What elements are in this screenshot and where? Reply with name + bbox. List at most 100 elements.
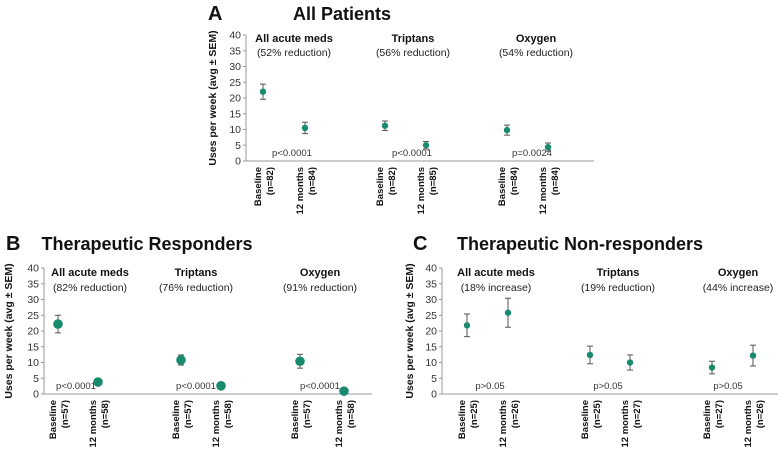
data-point [544,143,552,151]
y-tick-label: 40 [425,263,437,275]
group-subtitle: (54% reduction) [499,47,573,59]
data-point [504,309,512,316]
x-category-n-label: (n=84) [509,167,520,195]
x-category-n-label: (n=58) [223,400,234,428]
p-value-label: p>0.05 [713,381,742,392]
group-subtitle: (44% increase) [703,282,774,294]
y-tick-label: 15 [27,341,39,353]
p-value-label: p>0.05 [475,381,504,392]
data-point [503,126,511,134]
p-value-label: p=0.0024 [512,148,552,159]
x-category-label: 12 months [211,400,222,448]
group-0: All acute meds(52% reduction)p<0.0001Bas… [253,33,333,215]
group-subtitle: (82% reduction) [53,282,127,294]
x-category-label: 12 months [620,400,631,448]
y-axis-title: Uses per week (avg ± SEM) [404,263,416,398]
group-title: All acute meds [51,267,129,279]
y-tick-label: 10 [27,357,39,369]
x-category-n-label: (n=26) [755,400,766,428]
p-value-label: p<0.0001 [272,148,312,159]
x-category-label: Baseline [580,400,591,439]
group-subtitle: (18% increase) [461,282,532,294]
x-category-n-label: (n=25) [469,400,480,428]
panel-letter: B [6,233,20,255]
y-tick-label: 40 [229,30,241,42]
data-point [463,322,471,329]
y-tick-label: 30 [229,61,241,73]
x-category-label: Baseline [702,400,713,439]
y-tick-label: 0 [33,389,39,401]
group-title: Oxygen [718,267,759,279]
x-category-n-label: (n=82) [265,167,276,195]
x-category-label: Baseline [375,167,386,206]
data-point [749,352,757,359]
y-tick-label: 5 [431,373,437,385]
x-category-label: 12 months [334,400,345,448]
y-tick-label: 10 [229,124,241,136]
p-value-label: p<0.0001 [176,381,216,392]
p-value-label: p<0.0001 [300,381,340,392]
x-category-n-label: (n=84) [307,167,318,195]
x-category-n-label: (n=85) [428,167,439,195]
data-point [216,381,226,391]
panel-title: All Patients [293,4,391,24]
x-category-label: Baseline [253,167,264,206]
group-1: Triptans(76% reduction)p<0.0001Baseline(… [159,267,234,448]
group-subtitle: (91% reduction) [283,282,357,294]
data-point [53,319,63,329]
group-0: All acute meds (82% reduction) p<0.0001Bas… [48,267,129,448]
group-1: Triptans(56% reduction)p<0.0001Baseline(… [375,33,450,215]
y-tick-label: 0 [235,156,241,168]
x-category-label: Baseline [457,400,468,439]
panel-letter: A [208,3,222,25]
group-title: Triptans [597,267,640,279]
y-tick-label: 20 [27,326,39,338]
y-tick-label: 25 [27,310,39,322]
x-category-n-label: (n=82) [387,167,398,195]
x-category-label: 12 months [743,400,754,448]
x-category-n-label: (n=27) [632,400,643,428]
x-category-n-label: (n=57) [183,400,194,428]
x-category-label: 12 months [416,167,427,215]
group-2: Oxygen(91% reduction)p<0.0001Baseline(n=… [283,267,357,448]
data-point [422,142,430,149]
y-tick-label: 20 [425,326,437,338]
data-point [381,122,389,129]
y-tick-label: 35 [229,45,241,57]
y-tick-label: 25 [229,77,241,89]
y-tick-label: 40 [27,263,39,275]
group-title: Triptans [175,267,218,279]
y-axis-title: Uses per week (avg ± SEM) [207,30,219,165]
x-category-n-label: (n=25) [592,400,603,428]
data-point [93,377,103,387]
x-category-n-label: (n=58) [100,400,111,428]
y-tick-label: 0 [431,389,437,401]
group-1: Triptans(19% reduction)p>0.05Baseline(n=… [580,267,655,448]
x-category-label: 12 months [538,167,549,215]
x-category-label: Baseline [171,400,182,439]
group-title: Oxygen [300,267,341,279]
x-category-label: Baseline [497,167,508,206]
y-tick-label: 10 [425,357,437,369]
panel-title: Therapeutic Non-responders [457,234,703,254]
p-value-label: p>0.05 [593,381,622,392]
x-category-label: Baseline [48,400,59,439]
data-point [339,386,349,396]
data-point [295,356,305,367]
group-title: Triptans [392,33,435,45]
panel-title: Therapeutic Responders [41,234,252,254]
p-value-label: p<0.0001 [56,381,96,392]
group-title: Oxygen [516,33,557,45]
data-point [176,355,186,365]
panel-letter: C [413,233,427,255]
group-subtitle: (76% reduction) [159,282,233,294]
x-category-label: 12 months [295,167,306,215]
y-tick-label: 20 [229,93,241,105]
x-category-n-label: (n=57) [60,400,71,428]
y-tick-label: 35 [27,278,39,290]
y-axis-title: Uses per week (avg ± SEM) [3,263,15,398]
group-subtitle: (19% reduction) [581,282,655,294]
y-tick-label: 5 [33,373,39,385]
